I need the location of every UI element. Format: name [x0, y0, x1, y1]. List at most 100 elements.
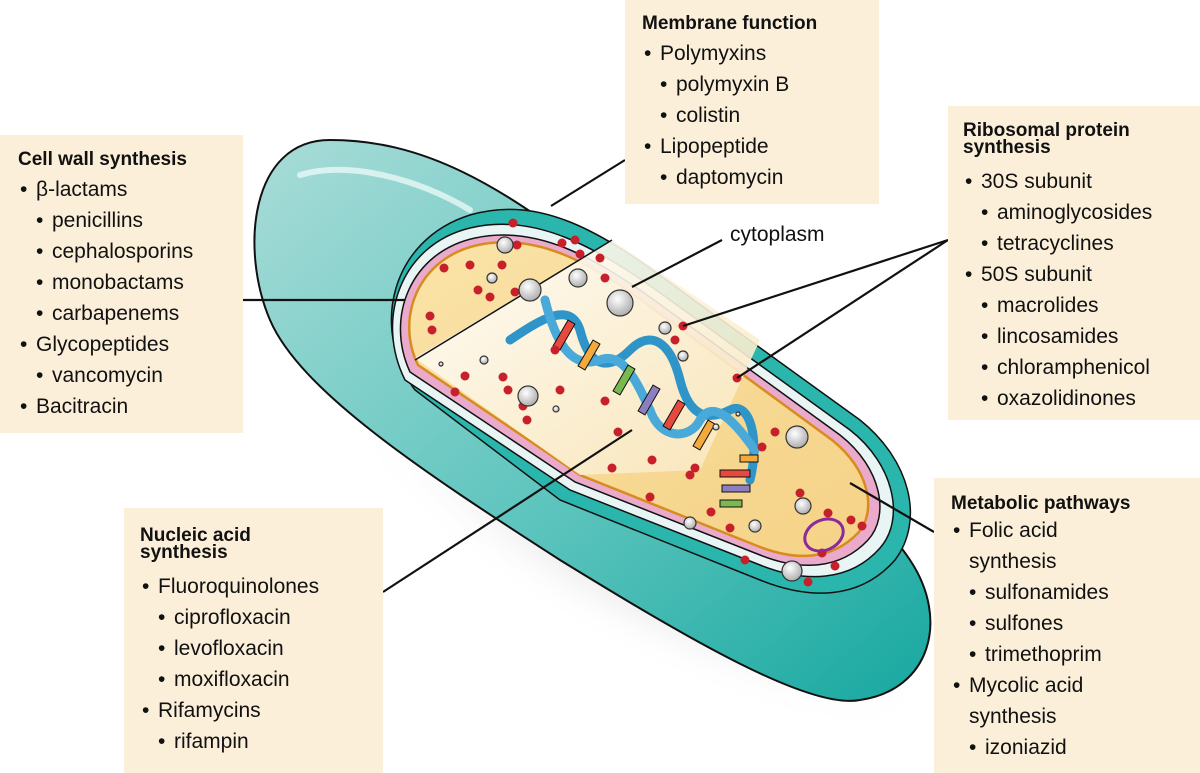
ribosome-dot — [740, 555, 750, 565]
ribosome-dot — [555, 385, 565, 395]
drug-class-item: 30S subunit — [963, 166, 1200, 197]
ribosome-dot — [497, 260, 507, 270]
drug-item: monobactams — [18, 267, 243, 298]
granule — [781, 560, 803, 582]
granules — [438, 236, 812, 582]
ribosome-dot — [857, 521, 867, 531]
membrane-function-box: Membrane function Polymyxinspolymyxin Bc… — [625, 0, 879, 204]
ribosome-dot — [510, 287, 520, 297]
ribosomes — [425, 218, 867, 587]
box-title: Metabolic pathways — [951, 493, 1131, 514]
dna-base-pairs — [552, 319, 759, 508]
drug-item: penicillins — [18, 205, 243, 236]
drug-class-item: Polymyxins — [642, 38, 879, 69]
cell-wall-synthesis-box: Cell wall synthesis β-lactamspenicillins… — [0, 135, 243, 433]
ribosome-dot — [670, 335, 680, 345]
drug-item: moxifloxacin — [140, 664, 383, 695]
ribosome-dot — [550, 345, 560, 355]
drug-class-item: Fluoroquinolones — [140, 571, 383, 602]
drug-item: macrolides — [963, 290, 1200, 321]
ribosome-dot — [645, 492, 655, 502]
capsule-highlight — [297, 166, 473, 213]
ribosome-dot — [557, 238, 567, 248]
drug-class-item: Bacitracin — [18, 391, 243, 422]
leader-lines — [243, 159, 949, 593]
ribosome-dot — [450, 387, 460, 397]
box-title-line1: Nucleic acid — [140, 525, 251, 546]
granule — [794, 497, 812, 515]
leader-ribosome-30s — [682, 238, 949, 328]
drug-item: trimethoprim — [951, 639, 1200, 670]
ribosome-dot — [570, 235, 580, 245]
box-title-line1: Ribosomal protein — [963, 120, 1130, 141]
ribosome-dot — [757, 442, 767, 452]
granule — [518, 278, 542, 302]
drug-item: ciprofloxacin — [140, 602, 383, 633]
ribosome-dot — [803, 577, 813, 587]
ribosome-dot — [690, 463, 700, 473]
granule — [735, 411, 741, 417]
granule — [438, 361, 444, 367]
ribosome-dot — [647, 455, 657, 465]
ribosome-dot — [795, 488, 805, 498]
ribosome-dot — [685, 470, 695, 480]
box-title-line2: synthesis — [140, 542, 228, 563]
ribosome-dot — [512, 240, 522, 250]
drug-item: chloramphenicol — [963, 352, 1200, 383]
ribosome-dot — [595, 253, 605, 263]
drug-item: izoniazid — [951, 732, 1200, 763]
drug-list: 30S subunitaminoglycosidestetracyclines5… — [963, 166, 1200, 414]
ribosome-dot — [427, 325, 437, 335]
ribosome-dot — [607, 463, 617, 473]
box-title-line2: synthesis — [963, 137, 1051, 158]
drug-item: aminoglycosides — [963, 197, 1200, 228]
ribosome-dot — [823, 508, 833, 518]
granule — [517, 385, 539, 407]
granule — [496, 236, 514, 254]
dna-helix — [505, 295, 760, 508]
drug-item: tetracyclines — [963, 228, 1200, 259]
ribosome-dot — [503, 385, 513, 395]
ribosome-dot — [600, 273, 610, 283]
drug-item: vancomycin — [18, 360, 243, 391]
ribosome-dot — [439, 263, 449, 273]
ribosome-dot — [770, 427, 780, 437]
drug-item: sulfonamides — [951, 577, 1200, 608]
drug-class-item: Lipopeptide — [642, 131, 879, 162]
ribosome-dot — [498, 372, 508, 382]
drug-class-item: Mycolic acid — [951, 670, 1200, 701]
ribosome-dot — [460, 371, 470, 381]
drug-class-item: 50S subunit — [963, 259, 1200, 290]
ribosome-dot — [522, 415, 532, 425]
granule — [748, 519, 762, 533]
ribosome-dot — [575, 249, 585, 259]
ribosome-dot — [600, 396, 610, 406]
ribosome-dot — [613, 427, 623, 437]
drug-list: Fluoroquinolonesciprofloxacinlevofloxaci… — [140, 571, 383, 757]
drug-class-item: β-lactams — [18, 174, 243, 205]
granule — [479, 355, 489, 365]
drug-list: Polymyxinspolymyxin BcolistinLipopeptide… — [642, 38, 879, 193]
drug-item: lincosamides — [963, 321, 1200, 352]
leader-ribosome-50s — [736, 239, 949, 379]
drug-list: Folic acidsynthesissulfonamidessulfonest… — [951, 515, 1200, 763]
nucleic-acid-synthesis-box: Nucleic acid synthesis Fluoroquinolonesc… — [124, 508, 383, 773]
leader-membrane — [550, 159, 626, 207]
drug-item: oxazolidinones — [963, 383, 1200, 414]
ribosome-dot — [725, 523, 735, 533]
cut-edge — [414, 239, 613, 361]
ribosome-dot — [508, 218, 518, 228]
leader-nucleic — [382, 429, 633, 593]
drug-class-item: Glycopeptides — [18, 329, 243, 360]
granule — [552, 405, 560, 413]
ribosome-dot — [425, 311, 435, 321]
ribosome-dot — [830, 561, 840, 571]
granule — [568, 268, 588, 288]
drug-item: sulfones — [951, 608, 1200, 639]
drug-item: daptomycin — [642, 162, 879, 193]
box-title: Ribosomal protein synthesis — [963, 120, 1200, 158]
drug-class-item: Rifamycins — [140, 695, 383, 726]
dna-strand-a — [505, 310, 759, 485]
drug-item: levofloxacin — [140, 633, 383, 664]
